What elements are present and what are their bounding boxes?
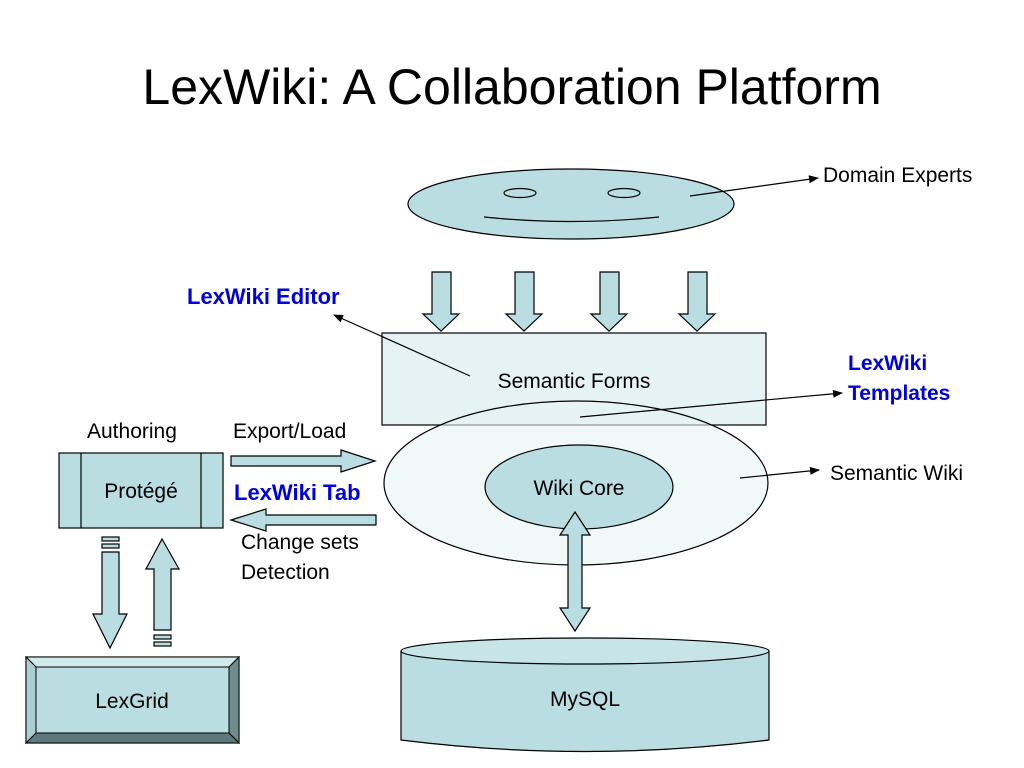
- slide-title: LexWiki: A Collaboration Platform: [142, 59, 882, 115]
- pointer-domain-experts: [689, 175, 819, 197]
- mysql-cylinder: [400, 637, 770, 753]
- lexgrid-box: [24, 655, 241, 745]
- lexgrid-to-protege-arrow: [145, 537, 181, 647]
- mysql-label: MySQL: [550, 688, 620, 711]
- domain-experts-face: [407, 168, 735, 240]
- down-arrow-3: [589, 271, 629, 332]
- lexwiki-templates-line1: LexWiki: [848, 352, 928, 375]
- pointer-semantic-wiki: [739, 466, 820, 479]
- protege-label: Protégé: [104, 480, 178, 503]
- protege-to-lexgrid-arrow: [92, 536, 128, 650]
- domain-experts-label: Domain Experts: [823, 164, 973, 187]
- protege-box: [58, 452, 224, 529]
- change-sets-line1: Change sets: [241, 531, 359, 554]
- semantic-forms-label: Semantic Forms: [498, 370, 651, 393]
- mouth: [483, 216, 660, 223]
- down-arrow-1: [421, 271, 461, 332]
- wiki-core-label: Wiki Core: [533, 477, 624, 500]
- lexwiki-editor-label: LexWiki Editor: [187, 284, 340, 309]
- left-eye: [503, 187, 537, 199]
- lexwiki-templates-line2: Templates: [848, 382, 951, 405]
- pointer-lexwiki-templates: [579, 389, 843, 418]
- semantic-wiki-label: Semantic Wiki: [830, 462, 964, 485]
- vertical-double-arrow: [558, 510, 592, 633]
- change-sets-line2: Detection: [241, 561, 330, 584]
- lexwiki-tab-label: LexWiki Tab: [234, 480, 361, 505]
- down-arrow-4: [677, 271, 717, 332]
- export-load-arrow: [230, 449, 377, 473]
- right-eye: [607, 187, 641, 199]
- authoring-label: Authoring: [87, 420, 177, 443]
- change-sets-arrow: [228, 508, 377, 532]
- pointer-lexwiki-editor: [333, 314, 471, 377]
- down-arrows: [421, 271, 717, 332]
- export-load-label: Export/Load: [233, 420, 347, 443]
- down-arrow-2: [504, 271, 544, 332]
- lexgrid-label: LexGrid: [95, 690, 169, 713]
